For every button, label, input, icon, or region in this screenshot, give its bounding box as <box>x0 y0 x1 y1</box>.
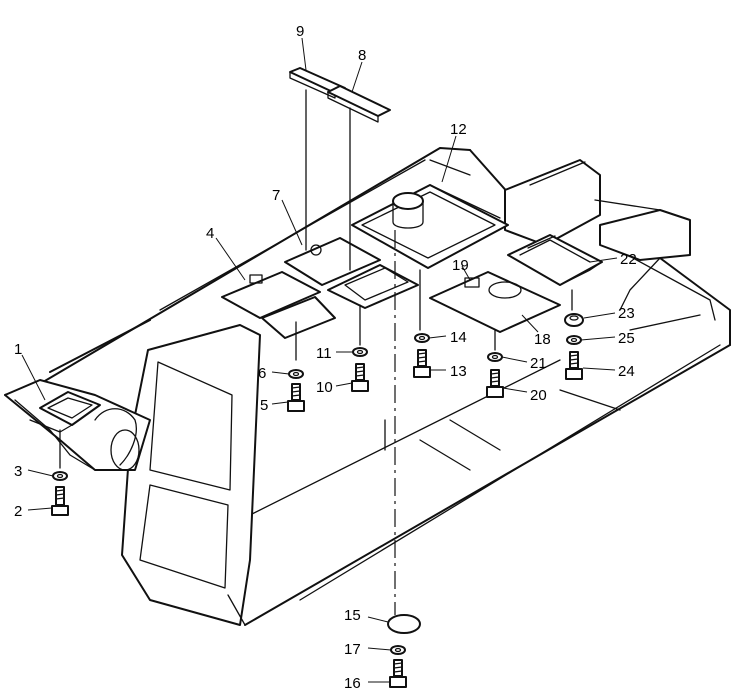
callout-5: 5 <box>260 397 268 414</box>
callout-18: 18 <box>534 331 551 348</box>
callout-15: 15 <box>344 607 361 624</box>
callout-4: 4 <box>206 225 214 242</box>
pad-15 <box>387 614 421 634</box>
washer-3 <box>52 471 68 481</box>
callout-25: 25 <box>618 330 635 347</box>
callout-19: 19 <box>452 257 469 274</box>
callout-10: 10 <box>316 379 333 396</box>
frame-body <box>4 147 731 626</box>
leader-lines <box>21 37 618 683</box>
callout-1: 1 <box>14 341 22 358</box>
bolt-16 <box>389 659 407 688</box>
washer-6 <box>288 369 304 379</box>
bolt-24 <box>565 351 583 380</box>
bolt-20 <box>486 369 504 398</box>
callout-13: 13 <box>450 363 467 380</box>
bolt-13 <box>413 349 431 378</box>
callout-16: 16 <box>344 675 361 691</box>
callout-20: 20 <box>530 387 547 404</box>
callout-21: 21 <box>530 355 547 372</box>
bolt-10 <box>351 363 369 392</box>
washer-17 <box>390 645 406 655</box>
callout-9: 9 <box>296 23 304 40</box>
washer-14 <box>414 333 430 343</box>
callout-12: 12 <box>450 121 467 138</box>
bolt-2 <box>51 486 69 516</box>
cover-plate-18 <box>429 271 561 333</box>
bolt-5 <box>287 383 305 412</box>
callout-17: 17 <box>344 641 361 658</box>
cover-plate-7 <box>284 237 381 286</box>
washer-21 <box>487 352 503 362</box>
callout-2: 2 <box>14 503 22 520</box>
assembly-centerlines <box>59 89 573 615</box>
callout-22: 22 <box>620 251 637 268</box>
callout-11: 11 <box>316 345 332 362</box>
washer-11 <box>352 347 368 357</box>
callout-24: 24 <box>618 363 635 380</box>
washer-25 <box>566 335 582 345</box>
callout-7: 7 <box>272 187 280 204</box>
cover-plate-12 <box>351 184 509 269</box>
callout-3: 3 <box>14 463 22 480</box>
cover-plate-22 <box>507 234 603 286</box>
bar-8 <box>327 85 391 123</box>
callout-8: 8 <box>358 47 366 64</box>
callout-23: 23 <box>618 305 635 322</box>
callout-14: 14 <box>450 329 467 346</box>
callout-labels: 1 2 3 4 5 6 7 8 9 10 11 12 13 14 15 16 1… <box>14 23 637 691</box>
callout-6: 6 <box>258 365 266 382</box>
cover-plate-4 <box>221 271 336 339</box>
nut-23 <box>564 313 584 327</box>
